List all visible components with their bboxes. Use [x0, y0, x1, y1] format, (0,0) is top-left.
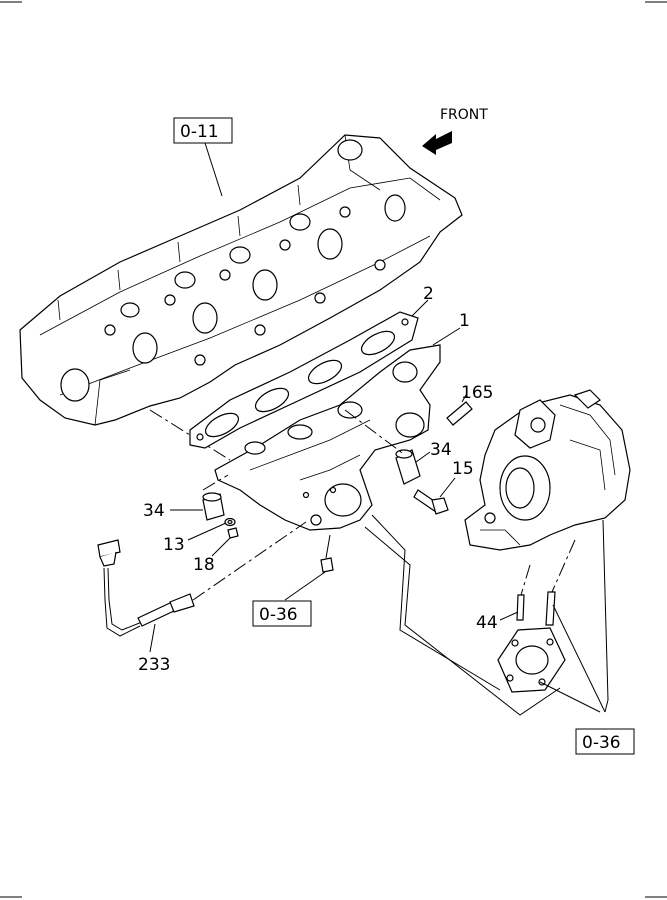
manifold-gasket [189, 311, 419, 449]
turbo-flange-gasket [497, 627, 566, 693]
callout-sleeve-34-right: 34 [430, 440, 452, 460]
exhaust-manifold [214, 344, 441, 531]
sleeve-34-left [202, 492, 225, 521]
ref-box-manifold-text: 0-36 [259, 605, 298, 625]
ref-box-turbo-text: 0-36 [582, 733, 621, 753]
sleeve-34-right [395, 449, 421, 485]
stud-165 [446, 401, 473, 426]
callout-manifold: 1 [459, 311, 470, 331]
exhaust-temperature-sensor-233 [97, 521, 307, 637]
ref-box-turbo[interactable]: 0-36 [575, 728, 635, 755]
ref-box-cylinder-head-text: 0-11 [180, 122, 219, 142]
callout-bolt-15: 15 [452, 459, 474, 479]
front-indicator: FRONT [422, 107, 488, 155]
washer-13 [224, 517, 236, 527]
ref-box-cylinder-head[interactable]: 0-11 [173, 117, 233, 144]
front-arrow-icon [422, 131, 452, 155]
front-label: FRONT [440, 107, 488, 123]
callout-washer-13: 13 [163, 535, 185, 555]
callout-stud-165: 165 [461, 383, 493, 403]
callout-stud-44: 44 [476, 613, 498, 633]
ref-box-manifold[interactable]: 0-36 [252, 600, 312, 627]
stud-44 [516, 594, 525, 621]
callout-sensor-233: 233 [138, 655, 170, 675]
manifold-nut [320, 557, 334, 573]
cylinder-head [19, 134, 463, 461]
turbocharger [464, 389, 631, 551]
callout-nut-18: 18 [193, 555, 215, 575]
turbo-stud [545, 591, 556, 626]
head-ports [60, 139, 406, 402]
nut-18 [227, 527, 239, 539]
callout-gasket: 2 [423, 284, 434, 304]
bolt-15 [413, 489, 449, 515]
callout-sleeve-34-left: 34 [143, 501, 165, 521]
